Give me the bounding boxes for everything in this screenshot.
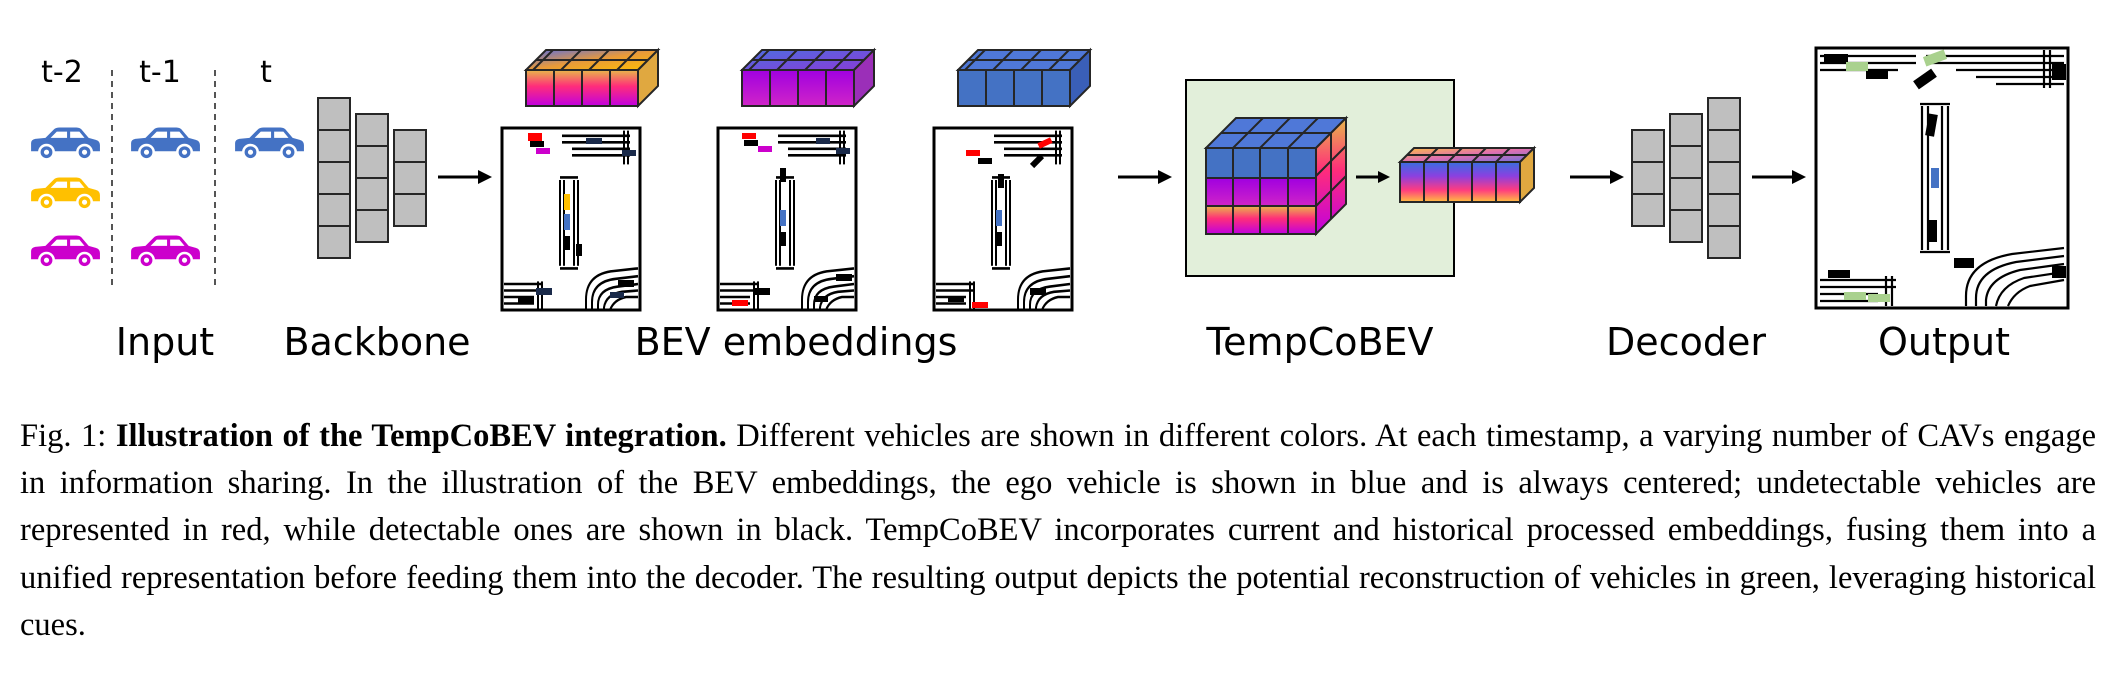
reconstructed-vehicle: [1846, 62, 1868, 71]
reconstructed-vehicle: [1868, 294, 1890, 302]
decoder-stage: [1631, 97, 1741, 259]
stacked-embeddings-cube: [1203, 115, 1349, 237]
reconstructed-vehicle: [1922, 49, 1948, 67]
magenta-car-icon: [129, 234, 202, 269]
ego-vehicle: [996, 210, 1002, 226]
ego-vehicle: [564, 214, 570, 230]
magenta-car-icon: [29, 234, 102, 269]
tempcobev-label: TempCoBEV: [1205, 320, 1433, 364]
undetectable-vehicle: [966, 150, 980, 156]
time-label-t-2: t-2: [41, 55, 83, 90]
time-label-t: t: [260, 55, 272, 90]
blue-car-icon: [29, 126, 102, 161]
undetectable-vehicle: [528, 133, 542, 141]
tempcobev-module: [1185, 79, 1537, 277]
decoder-label: Decoder: [1606, 320, 1766, 364]
yellow-car-icon: [29, 176, 102, 211]
bev-embeddings-label: BEV embeddings: [635, 320, 958, 364]
bev-embedding-cube: [739, 47, 877, 109]
caption-prefix: Fig. 1:: [20, 418, 116, 454]
tempcobev-diagram: t-2 t-1 t Input Backbone: [29, 46, 2070, 364]
undetectable-vehicle: [972, 302, 988, 308]
undetectable-vehicle: [742, 133, 756, 139]
backbone-label: Backbone: [283, 320, 470, 364]
output-map: [1814, 46, 2070, 310]
arrow: [1118, 170, 1172, 184]
output-label: Output: [1878, 320, 2010, 364]
arrow: [438, 170, 492, 184]
bev-map-t-2: [500, 126, 642, 312]
caption-title: Illustration of the TempCoBEV integratio…: [115, 418, 727, 454]
undetectable-vehicle: [1037, 137, 1053, 149]
undetectable-vehicle: [732, 300, 748, 306]
time-label-t-1: t-1: [139, 55, 181, 90]
bev-embedding-cube: [523, 47, 661, 109]
blue-car-icon: [129, 126, 202, 161]
figure-caption: Fig. 1: Illustration of the TempCoBEV in…: [20, 413, 2096, 649]
arrow: [1752, 170, 1806, 184]
ego-vehicle: [780, 210, 786, 226]
bev-map-t: [932, 126, 1074, 312]
input-label: Input: [116, 320, 214, 364]
bev-embedding-cube: [955, 47, 1093, 109]
reconstructed-vehicle: [1844, 292, 1866, 300]
backbone-stage: [317, 97, 427, 259]
caption-body: Different vehicles are shown in differen…: [20, 418, 2097, 643]
ego-vehicle: [1931, 168, 1939, 188]
input-stage: t-2 t-1 t Input: [29, 55, 306, 364]
arrow: [1570, 170, 1624, 184]
fused-embedding-cube: [1397, 145, 1537, 205]
bev-map-t-1: [716, 126, 858, 312]
blue-car-icon: [233, 126, 306, 161]
